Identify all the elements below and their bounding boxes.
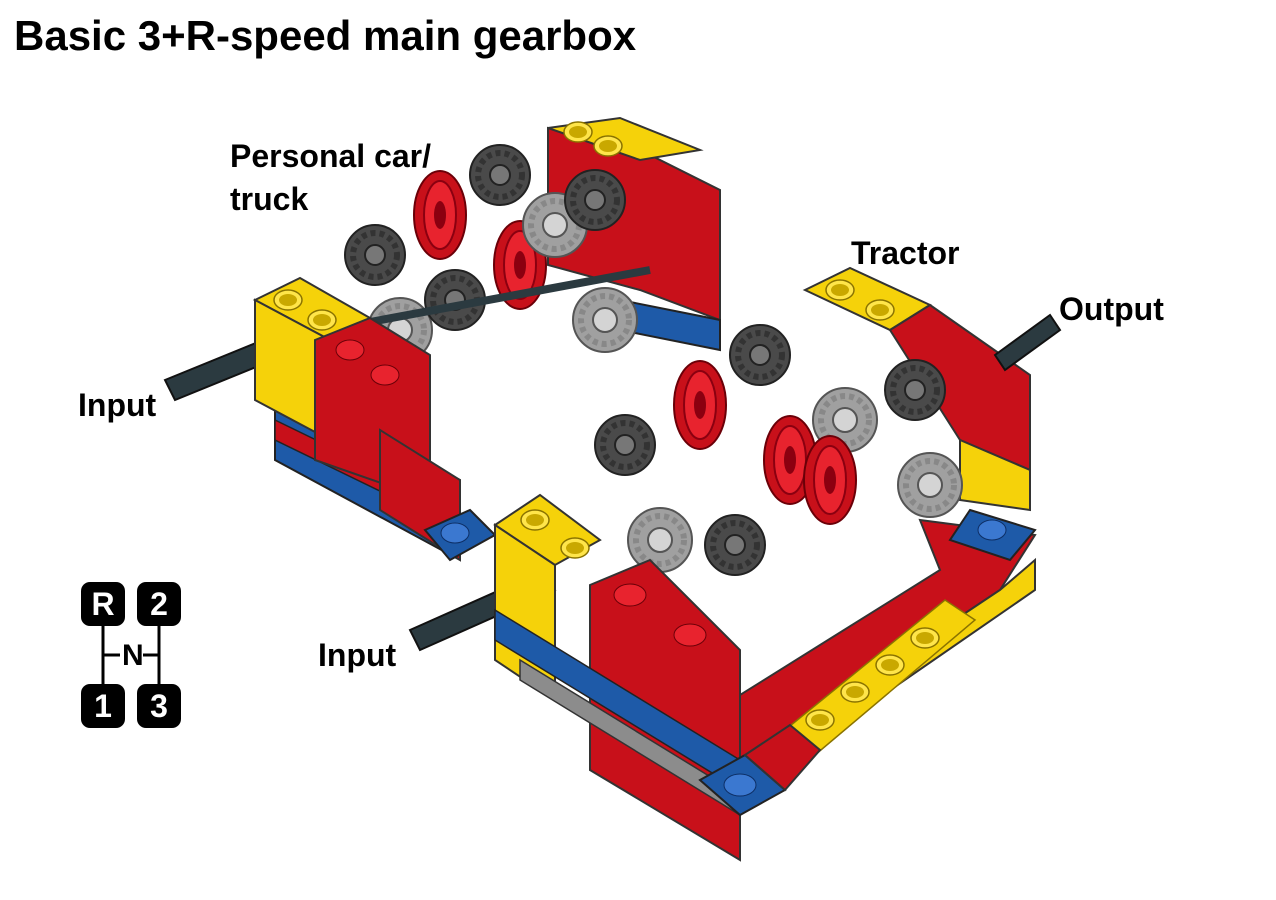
label-personal-car: Personal car/ [230,138,431,174]
shift-pattern: R 2 N 1 3 [80,580,190,730]
shift-key-r: R [81,582,125,626]
shift-key-2: 2 [137,582,181,626]
shift-key-3: 3 [137,684,181,728]
shift-key-1: 1 [81,684,125,728]
label-output: Output [1059,291,1164,327]
gearbox-tractor [408,266,1062,862]
label-input-bottom: Input [318,637,397,673]
label-truck: truck [230,181,309,217]
shift-gate-lines [101,624,161,686]
gearbox-personal-car [163,116,721,562]
label-tractor: Tractor [851,235,960,271]
page-title: Basic 3+R-speed main gearbox [14,12,637,59]
label-input-top: Input [78,387,157,423]
shift-neutral: N [122,639,144,672]
